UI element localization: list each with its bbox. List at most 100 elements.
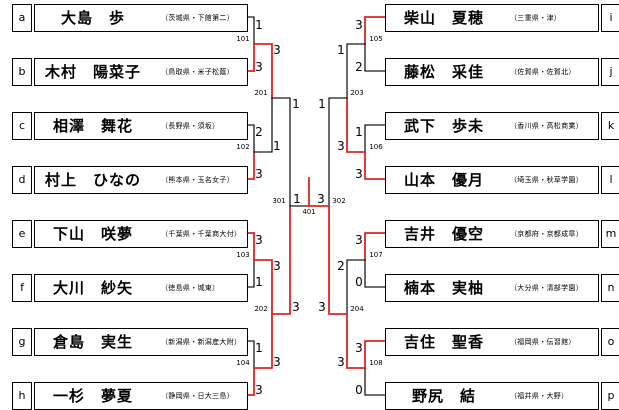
player-letter: i [601, 4, 619, 32]
player-affiliation: （埼玉県・秋草学園） [510, 176, 583, 184]
line-w105 [346, 43, 366, 99]
player-letter: o [601, 328, 619, 356]
score-w301: 1 [293, 192, 301, 206]
player-name: 野尻 結 [411, 387, 476, 405]
score-n: 0 [355, 275, 363, 289]
player-affiliation: （京都府・京都成章） [510, 230, 583, 238]
score-i: 3 [355, 18, 363, 32]
player-name: 山本 優月 [403, 171, 484, 189]
player-letter: e [12, 220, 32, 248]
player-box: 相澤 舞花 （長野県・須坂） [34, 112, 248, 140]
score-w204: 3 [318, 300, 326, 314]
player-affiliation: （長野県・須坂） [161, 122, 220, 130]
match-number-302: 302 [332, 197, 346, 205]
player-box: 大川 紗矢 （徳島県・城東） [34, 274, 248, 302]
player-name: 木村 陽菜子 [44, 63, 141, 81]
match-number-108: 108 [369, 359, 383, 367]
score-w201: 1 [292, 97, 300, 111]
player-affiliation: （福岡県・伝習館） [510, 338, 576, 346]
player-affiliation: （鳥取県・米子松蔭） [161, 68, 234, 76]
player-letter: p [601, 382, 619, 410]
player-letter: n [601, 274, 619, 302]
score-w302: 3 [317, 192, 325, 206]
line-o [364, 340, 386, 369]
score-h: 3 [255, 383, 263, 397]
player-affiliation: （徳島県・城東） [161, 284, 220, 292]
score-w203: 1 [318, 97, 326, 111]
player-box: 大島 歩 （茨城県・下館第二） [34, 4, 248, 32]
line-l [364, 151, 386, 180]
match-number-202: 202 [254, 305, 268, 313]
player-affiliation: （静岡県・日大三島） [161, 392, 234, 400]
score-d: 3 [255, 167, 263, 181]
player-box: 野尻 結 （福井県・大野） [385, 382, 599, 410]
score-c: 2 [255, 125, 263, 139]
score-w104: 3 [273, 355, 281, 369]
player-name: 倉島 実生 [52, 333, 133, 351]
match-number-203: 203 [350, 89, 364, 97]
line-w201 [271, 97, 291, 207]
player-name: 吉井 優空 [403, 225, 484, 243]
player-letter: m [601, 220, 619, 248]
player-box: 楠本 実柚 （大分県・清部学園） [385, 274, 599, 302]
player-name: 一杉 夢夏 [52, 387, 133, 405]
score-g: 1 [255, 341, 263, 355]
player-name: 大島 歩 [60, 9, 125, 27]
player-affiliation: （千葉県・千葉商大付） [161, 230, 242, 238]
player-letter: l [601, 166, 619, 194]
player-letter: k [601, 112, 619, 140]
player-box: 村上 ひなの （熊本県・玉名女子） [34, 166, 248, 194]
line-k [364, 124, 386, 153]
player-affiliation: （福井県・大野） [510, 392, 569, 400]
score-o: 3 [355, 341, 363, 355]
score-w108: 3 [337, 355, 345, 369]
line-p [364, 367, 386, 396]
score-k: 1 [355, 125, 363, 139]
match-number-103: 103 [236, 251, 250, 259]
line-w106 [346, 97, 366, 153]
player-name: 楠本 実柚 [403, 279, 484, 297]
player-affiliation: （大分県・清部学園） [510, 284, 583, 292]
match-number-201: 201 [254, 89, 268, 97]
line-n [364, 259, 386, 288]
line-w203 [328, 97, 348, 207]
score-p: 0 [355, 383, 363, 397]
match-number-204: 204 [350, 305, 364, 313]
line-w103 [253, 259, 273, 315]
player-letter: d [12, 166, 32, 194]
player-letter: a [12, 4, 32, 32]
match-number-102: 102 [236, 143, 250, 151]
player-box: 吉井 優空 （京都府・京都成章） [385, 220, 599, 248]
player-box: 山本 優月 （埼玉県・秋草学園） [385, 166, 599, 194]
match-number-101: 101 [236, 35, 250, 43]
score-w202: 3 [292, 300, 300, 314]
player-letter: h [12, 382, 32, 410]
player-letter: c [12, 112, 32, 140]
player-affiliation: （佐賀県・佐賀北） [510, 68, 576, 76]
line-w101 [253, 43, 273, 99]
score-f: 1 [255, 275, 263, 289]
score-a: 1 [255, 18, 263, 32]
player-letter: g [12, 328, 32, 356]
line-j [364, 43, 386, 72]
line-w202 [271, 205, 291, 315]
player-name: 村上 ひなの [44, 171, 141, 189]
line-m [364, 232, 386, 261]
score-w105: 1 [337, 43, 345, 57]
score-j: 2 [355, 60, 363, 74]
line-w108 [346, 313, 366, 369]
player-box: 木村 陽菜子 （鳥取県・米子松蔭） [34, 58, 248, 86]
player-box: 吉住 聖香 （福岡県・伝習館） [385, 328, 599, 356]
match-number-105: 105 [369, 35, 383, 43]
player-box: 倉島 実生 （新潟県・新潟産大附） [34, 328, 248, 356]
score-w106: 3 [337, 139, 345, 153]
score-m: 3 [355, 233, 363, 247]
line-w204 [328, 205, 348, 315]
score-w102: 1 [273, 139, 281, 153]
score-b: 3 [255, 60, 263, 74]
player-name: 藤松 采佳 [403, 63, 484, 81]
player-name: 吉住 聖香 [403, 333, 484, 351]
score-w103: 3 [273, 259, 281, 273]
line-w107 [346, 259, 366, 315]
player-name: 武下 歩未 [403, 117, 484, 135]
